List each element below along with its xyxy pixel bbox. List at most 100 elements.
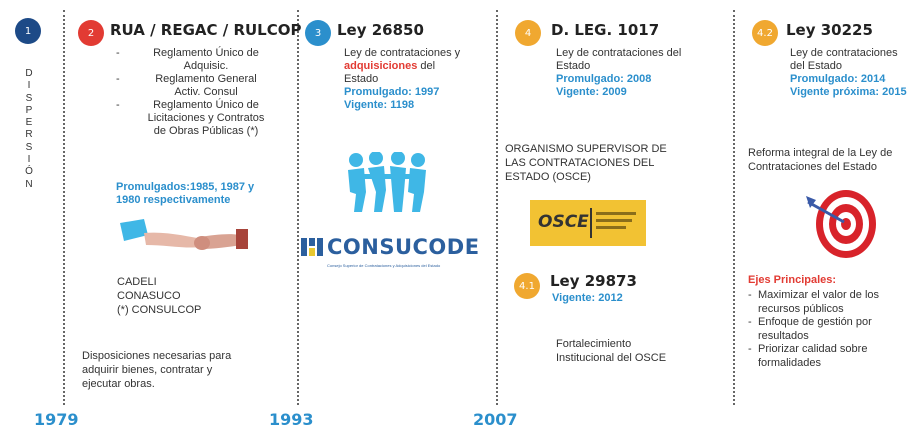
vertical-letter: I [27, 154, 31, 166]
col5-reforma-line1: Reforma integral de la Ley de [748, 147, 893, 159]
col5-reforma: Reforma integral de la Ley de Contrataci… [748, 146, 920, 174]
separator-3 [496, 10, 498, 405]
osce-logo: OSCE [530, 200, 646, 246]
col3-vigente: Vigente: 1198 [344, 99, 415, 111]
year-1993: 1993 [269, 410, 314, 429]
teamwork-people-icon [348, 152, 426, 212]
col4-sub-desc: Fortalecimiento Institucional del OSCE [556, 337, 666, 365]
regulation-item-line: de Obras Públicas (*) [153, 125, 259, 137]
separator-2 [297, 10, 299, 405]
badge-4: 4 [515, 20, 541, 46]
eje-item-line: formalidades [758, 356, 821, 369]
eje-item-line: Priorizar calidad sobre [758, 343, 868, 355]
col2-promulgados-line2: 1980 respectivamente [116, 194, 231, 206]
col4-promulgado: Promulgado: 2008 [556, 73, 652, 85]
col3-desc-after: del [417, 60, 436, 72]
col2-note-line3: ejecutar obras. [82, 378, 155, 390]
col5-description: Ley de contrataciones del Estado Promulg… [790, 47, 920, 99]
badge-3: 3 [305, 20, 331, 46]
regulation-item-line: Reglamento Único de [153, 47, 259, 59]
eje-item-line: recursos públicos [758, 302, 844, 315]
vertical-letter: N [25, 178, 33, 190]
col3-title: Ley 26850 [337, 21, 424, 39]
col5-desc-line2: del Estado [790, 60, 842, 72]
vertical-letter: S [25, 141, 33, 153]
col4-desc-line2: Estado [556, 60, 591, 72]
col5-desc-line1: Ley de contrataciones [790, 47, 898, 59]
vertical-letter: R [25, 129, 33, 141]
col2-org-conasuco: CONASUCO [117, 290, 181, 302]
year-2007: 2007 [473, 410, 518, 429]
osce-logo-subtext-line [596, 212, 636, 215]
regulation-item-line: Reglamento General [155, 73, 257, 85]
vertical-letter: I [27, 80, 31, 92]
handshake-illustration [120, 219, 248, 250]
consucode-logo-text: CONSUCODE [327, 235, 480, 259]
vertical-letter: D [25, 68, 33, 79]
col3-promulgado: Promulgado: 1997 [344, 86, 440, 98]
col2-promulgados-line1: Promulgados:1985, 1987 y [116, 181, 255, 193]
osce-logo-subtext-line [596, 219, 632, 222]
col4-description: Ley de contrataciones del Estado Promulg… [556, 47, 726, 99]
col3-desc-line3: Estado [344, 73, 379, 85]
consucode-logo-mark [301, 238, 323, 256]
col4-desc-line1: Ley de contrataciones del [556, 47, 682, 59]
badge-2: 2 [78, 20, 104, 46]
consucode-logo-subtitle: Consejo Superior de Contrataciones y Adq… [327, 263, 441, 268]
eje-item-line: Maximizar el valor de los [758, 289, 880, 301]
col2-org-cadeli: CADELI [117, 276, 157, 288]
regulation-item-line: Adquisic. [183, 60, 229, 72]
col2-promulgados: Promulgados:1985, 1987 y 1980 respectiva… [116, 181, 286, 207]
separator-1 [63, 10, 65, 405]
col2-note-line2: adquirir bienes, contratar y [82, 364, 213, 376]
col4-sub-title: Ley 29873 [550, 272, 637, 290]
vertical-letter: S [25, 92, 33, 104]
col2-title: RUA / REGAC / RULCOP [110, 21, 302, 39]
col5-ejes-title: Ejes Principales: [748, 274, 837, 286]
badge-4-1: 4.1 [514, 273, 540, 299]
vertical-letter: P [25, 104, 33, 116]
col2-note-line1: Disposiciones necesarias para [82, 350, 232, 362]
vertical-letter: E [25, 117, 33, 129]
col2-orgs: CADELI CONASUCO (*) CONSULCOP [117, 275, 201, 317]
col5-reforma-line2: Contrataciones del Estado [748, 161, 878, 173]
regulation-item-line: Reglamento Único de [153, 99, 259, 111]
col4-org: ORGANISMO SUPERVISOR DE LAS CONTRATACION… [505, 142, 730, 184]
col4-sub-desc-line1: Fortalecimiento [556, 338, 632, 350]
col4-sub-vigente: Vigente: 2012 [552, 292, 623, 304]
eje-item-line: Enfoque de gestión por [758, 316, 872, 328]
regulation-item-line: Licitaciones y Contratos [147, 112, 265, 124]
osce-logo-text: OSCE [538, 212, 589, 232]
col3-desc-highlight: adquisiciones [344, 60, 418, 72]
col4-title: D. LEG. 1017 [551, 21, 660, 39]
col4-org-line2: LAS CONTRATACIONES DEL [505, 157, 655, 169]
col4-sub-desc-line2: Institucional del OSCE [556, 352, 667, 364]
badge-1: 1 [15, 18, 41, 44]
osce-logo-subtext-line [596, 226, 626, 229]
target-icon [806, 190, 876, 258]
year-1979: 1979 [34, 410, 79, 429]
col4-org-line1: ORGANISMO SUPERVISOR DE [505, 143, 667, 155]
osce-logo-divider [590, 208, 592, 238]
col3-desc-line1: Ley de contrataciones y [344, 47, 461, 59]
col2-org-consulcop: (*) CONSULCOP [117, 304, 202, 316]
vertical-letter: Ó [25, 166, 33, 178]
col5-title: Ley 30225 [786, 21, 873, 39]
col4-vigente: Vigente: 2009 [556, 86, 627, 98]
eje-item-line: resultados [758, 329, 809, 342]
separator-4 [733, 10, 735, 405]
col5-promulgado: Promulgado: 2014 [790, 73, 886, 85]
col5-vigente: Vigente próxima: 2015 [790, 86, 907, 98]
consucode-logo: CONSUCODE Consejo Superior de Contrataci… [301, 233, 483, 273]
badge-4-2: 4.2 [752, 20, 778, 46]
col3-description: Ley de contrataciones y adquisiciones de… [344, 47, 494, 112]
